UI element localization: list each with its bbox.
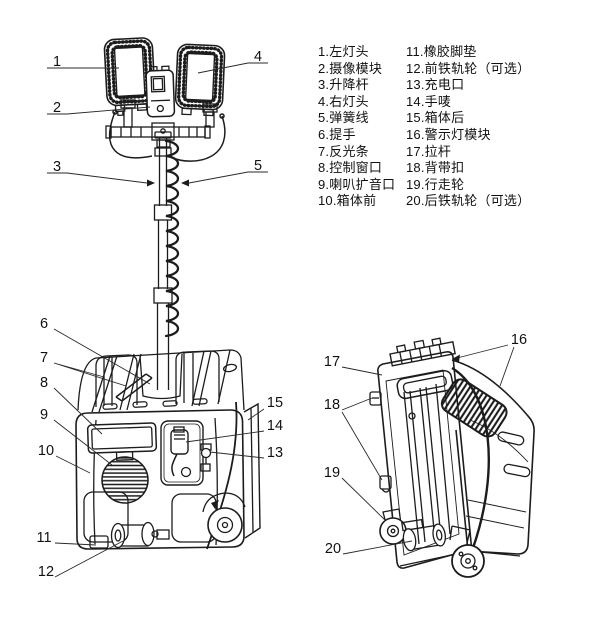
rear-rail-wheel [401, 518, 447, 552]
callout-16: 16 [511, 332, 527, 348]
legend-item-6: 6.提手 [318, 126, 356, 142]
charge-port [200, 443, 212, 472]
leader-lines [47, 62, 515, 578]
callout-19: 19 [324, 465, 340, 481]
left-lamp-head [103, 37, 156, 117]
callout-numbers: 1 2 3 4 5 6 7 8 9 10 11 12 13 14 15 16 1… [36, 49, 527, 580]
reflective-strips [91, 349, 231, 413]
rear-back-panel [377, 351, 472, 569]
legend-item-2: 2.摄像模块 [318, 60, 383, 76]
legend-item-9: 9.喇叭扩音口 [318, 176, 396, 192]
arrowhead [181, 179, 189, 187]
legend-item-12: 12.前铁轨轮（可选） [406, 60, 531, 76]
mount-crossbar [105, 99, 218, 148]
front-view-drawing [75, 37, 261, 550]
legend-item-4: 4.右灯头 [318, 93, 369, 109]
lamp-cables [109, 109, 226, 162]
callout-9: 9 [40, 407, 48, 423]
rubber-foot-pad [89, 535, 109, 549]
callout-17: 17 [324, 354, 340, 370]
folded-lamp-head [440, 378, 508, 438]
legend-item-13: 13.充电口 [406, 77, 465, 93]
side-recess-panel [160, 420, 212, 486]
callout-12: 12 [38, 564, 54, 580]
legend-item-1: 1.左灯头 [318, 44, 369, 59]
lift-mast [153, 131, 173, 390]
callout-4: 4 [254, 49, 262, 65]
front-rail-wheel [110, 521, 170, 549]
carry-handle [115, 373, 153, 402]
travel-wheel [202, 492, 246, 543]
walking-wheel-right [449, 525, 485, 578]
camera-module [145, 65, 176, 118]
legend-item-10: 10.箱体前 [318, 193, 377, 209]
shoulder-strap [451, 366, 490, 549]
right-lamp-head [174, 43, 226, 117]
arrowhead [452, 354, 460, 362]
legend-item-7: 7.反光条 [318, 143, 369, 159]
rear-view-drawing [369, 337, 535, 578]
legend-item-14: 14.手唛 [406, 93, 452, 109]
hand-mic [170, 426, 192, 478]
callout-14: 14 [267, 418, 283, 434]
legend-item-11: 11.橡胶脚垫 [406, 44, 477, 59]
legend-item-18: 18.背带扣 [406, 160, 465, 176]
legend-column-1: 1.左灯头 2.摄像模块 3.升降杆 4.右灯头 5.弹簧线 6.提手 7.反光… [318, 44, 395, 210]
callout-20: 20 [325, 541, 341, 557]
case-lid [77, 349, 245, 413]
legend-item-16: 16.警示灯模块 [406, 126, 491, 142]
warning-light-module [389, 337, 456, 367]
arrowhead [147, 179, 155, 187]
lid-handle-left [95, 354, 138, 407]
legend-item-5: 5.弹簧线 [318, 110, 369, 126]
callout-18: 18 [324, 397, 340, 413]
callout-11: 11 [36, 530, 51, 546]
spring-cable [164, 139, 180, 338]
lid-handle-right [175, 350, 220, 404]
rear-wheels [379, 508, 485, 578]
callout-7: 7 [40, 350, 48, 366]
callout-2: 2 [53, 100, 61, 116]
rear-case-body [399, 359, 535, 567]
legend-item-19: 19.行走轮 [406, 176, 465, 192]
control-window [86, 422, 158, 461]
callout-5: 5 [254, 158, 262, 174]
legend-column-2: 11.橡胶脚垫 12.前铁轨轮（可选） 13.充电口 14.手唛 15.箱体后 … [406, 44, 530, 210]
callout-8: 8 [40, 375, 48, 391]
pull-rod [396, 369, 454, 400]
callout-3: 3 [53, 159, 61, 175]
callout-13: 13 [267, 445, 283, 461]
legend-item-8: 8.控制窗口 [318, 160, 383, 176]
callout-15: 15 [267, 395, 283, 411]
legend-item-15: 15.箱体后 [406, 110, 465, 126]
callout-6: 6 [40, 316, 48, 332]
callout-1: 1 [53, 54, 61, 70]
speaker-grille [101, 456, 149, 504]
callout-10: 10 [38, 443, 54, 459]
legend-item-17: 17.拉杆 [406, 143, 452, 159]
legend-item-3: 3.升降杆 [318, 77, 369, 93]
bottom-hardware [89, 492, 246, 549]
legend-item-20: 20.后铁轨轮（可选） [406, 193, 531, 209]
